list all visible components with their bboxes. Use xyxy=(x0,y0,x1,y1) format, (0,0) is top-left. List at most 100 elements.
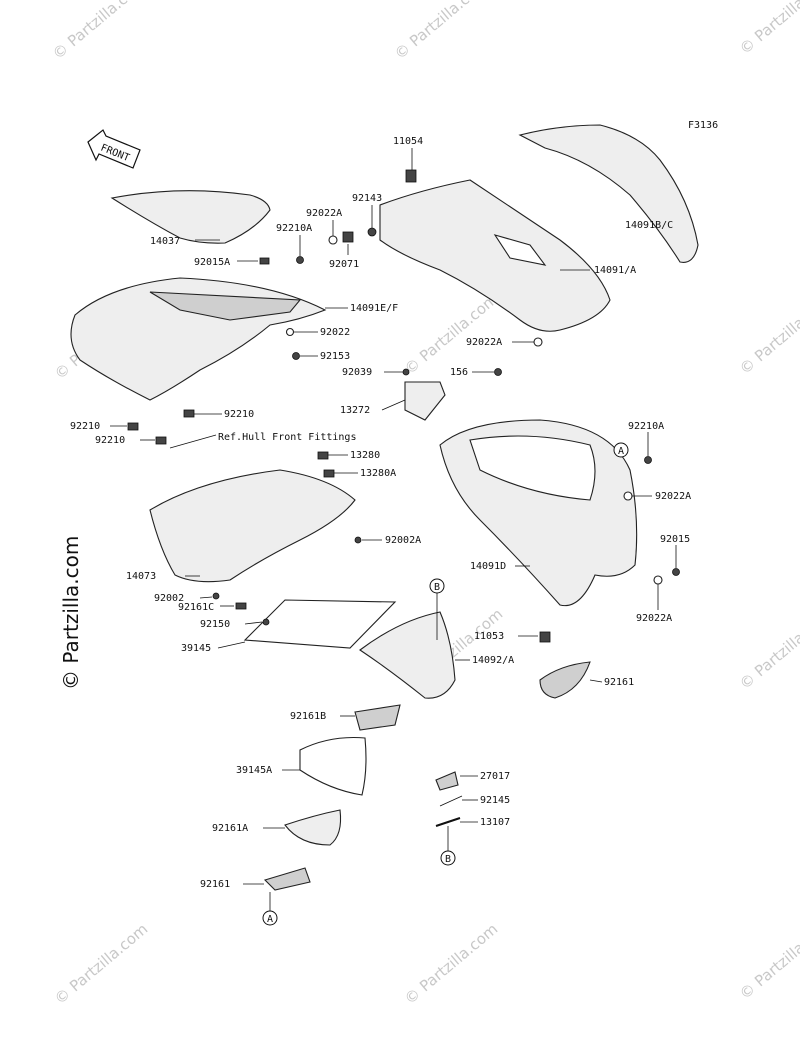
label-92022A-lr: 92022A xyxy=(636,613,672,624)
front-arrow-icon: FRONT xyxy=(87,129,141,169)
label-92161-l: 92161 xyxy=(200,879,230,890)
label-92161A: 92161A xyxy=(212,823,248,834)
part-92161C xyxy=(235,602,247,610)
part-92145 xyxy=(439,795,463,807)
part-92022A-top xyxy=(328,235,338,245)
label-92153: 92153 xyxy=(320,351,350,362)
watermark: © Partzilla.com xyxy=(736,290,800,378)
label-92022A-mid: 92022A xyxy=(466,337,502,348)
label-11053: 11053 xyxy=(474,631,504,642)
label-27017: 27017 xyxy=(480,771,510,782)
label-14037: 14037 xyxy=(150,236,180,247)
label-39145: 39145 xyxy=(181,643,211,654)
label-13272: 13272 xyxy=(340,405,370,416)
watermark: © Partzilla.com xyxy=(401,290,501,378)
part-92161A-pad xyxy=(284,809,342,846)
label-11054: 11054 xyxy=(393,136,423,147)
part-92071 xyxy=(342,231,354,243)
svg-text:A: A xyxy=(267,914,273,925)
watermark: © Partzilla.com xyxy=(51,920,151,1008)
part-14091A-panel xyxy=(379,179,611,332)
part-92161B-pad xyxy=(354,704,401,731)
label-39145A: 39145A xyxy=(236,765,272,776)
label-92145: 92145 xyxy=(480,795,510,806)
part-labels: 11054 92143 92022A 92210A 14037 92015A 9… xyxy=(70,136,691,890)
svg-text:B: B xyxy=(445,854,451,865)
label-14091A: 14091/A xyxy=(594,265,636,276)
callout-B-bottom: B xyxy=(440,850,456,866)
label-14092A: 14092/A xyxy=(472,655,514,666)
figure-code: F3136 xyxy=(688,120,718,131)
label-92015: 92015 xyxy=(660,534,690,545)
label-92161-r: 92161 xyxy=(604,677,634,688)
watermark: © Partzilla.com xyxy=(736,605,800,693)
label-92210-l2: 92210 xyxy=(95,435,125,446)
label-92210-r: 92210 xyxy=(224,409,254,420)
part-92039 xyxy=(402,368,410,376)
label-156: 156 xyxy=(450,367,468,378)
part-13280A xyxy=(323,469,335,478)
side-watermark: © Partzilla.com xyxy=(59,536,83,690)
part-92210-l1 xyxy=(127,422,139,431)
part-92153 xyxy=(292,352,300,360)
label-92210-l1: 92210 xyxy=(70,421,100,432)
label-14091EF: 14091E/F xyxy=(350,303,398,314)
label-ref-hull: Ref.Hull Front Fittings xyxy=(218,432,356,443)
callout-A-right: A xyxy=(613,442,629,458)
label-14091BC: 14091B/C xyxy=(625,220,673,231)
label-14073: 14073 xyxy=(126,571,156,582)
label-92002A: 92002A xyxy=(385,535,421,546)
part-14037-cover xyxy=(110,190,271,244)
callout-A-bottom: A xyxy=(262,910,278,926)
label-13280A: 13280A xyxy=(360,468,396,479)
part-92143 xyxy=(367,227,377,237)
label-92022A-top: 92022A xyxy=(306,208,342,219)
label-92002: 92002 xyxy=(154,593,184,604)
part-92002A xyxy=(354,536,362,544)
part-156 xyxy=(494,368,502,376)
part-92022A-r xyxy=(623,491,633,501)
part-13272-bracket xyxy=(404,381,446,421)
part-92210A-r xyxy=(644,456,652,464)
svg-text:A: A xyxy=(618,446,624,457)
label-13107: 13107 xyxy=(480,817,510,828)
part-92210-r xyxy=(183,409,195,418)
label-92210A-r: 92210A xyxy=(628,421,664,432)
watermark: © Partzilla.com xyxy=(401,920,501,1008)
part-92015 xyxy=(672,568,680,576)
label-92015A: 92015A xyxy=(194,257,230,268)
part-92150 xyxy=(262,618,270,626)
label-13280: 13280 xyxy=(350,450,380,461)
watermark: © Partzilla.com xyxy=(736,0,800,58)
label-92143: 92143 xyxy=(352,193,382,204)
part-14073-tray xyxy=(149,469,356,583)
part-92022A-mid xyxy=(533,337,543,347)
part-13280 xyxy=(317,451,329,460)
part-14092A-cover xyxy=(359,611,456,699)
part-92161-pad-right xyxy=(539,661,591,699)
part-92015A xyxy=(259,257,270,265)
label-92150: 92150 xyxy=(200,619,230,630)
label-92022: 92022 xyxy=(320,327,350,338)
part-39145-gasket xyxy=(243,599,397,649)
part-39145A-gasket xyxy=(299,737,367,796)
part-92210-l2 xyxy=(155,436,167,445)
part-92022 xyxy=(285,327,295,337)
part-11054 xyxy=(405,169,417,183)
part-92002 xyxy=(212,592,220,600)
label-92022A-r: 92022A xyxy=(655,491,691,502)
callout-B-top: B xyxy=(429,578,445,594)
watermark: © Partzilla.com xyxy=(49,0,149,63)
label-92071: 92071 xyxy=(329,259,359,270)
watermark: © Partzilla.com xyxy=(391,0,491,63)
part-92022A-lr xyxy=(653,575,663,585)
watermark: © Partzilla.com xyxy=(736,915,800,1003)
label-92161C: 92161C xyxy=(178,602,214,613)
label-92039: 92039 xyxy=(342,367,372,378)
part-92210A-top xyxy=(296,256,304,264)
label-14091D: 14091D xyxy=(470,561,506,572)
leader-lines xyxy=(110,148,677,911)
part-11053 xyxy=(539,631,551,643)
part-14091BC-panel xyxy=(518,124,699,263)
